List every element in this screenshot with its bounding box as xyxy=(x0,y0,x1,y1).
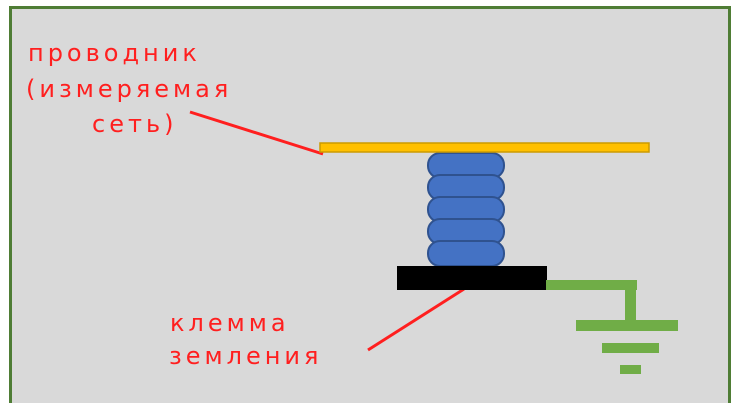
ground-terminal-label-line2: земления xyxy=(169,342,323,370)
ground-bar-bottom xyxy=(620,365,641,374)
ground-bar-top xyxy=(576,320,678,331)
ground-bar-middle xyxy=(602,343,659,353)
ground-terminal-pointer-line xyxy=(367,287,465,352)
conductor-label-line3: сеть) xyxy=(92,110,178,138)
ground-wire-vertical xyxy=(625,280,636,324)
ground-terminal-block xyxy=(397,266,547,290)
ground-wire-horizontal xyxy=(546,280,637,290)
insulator-disc xyxy=(427,240,505,267)
diagram-frame xyxy=(9,6,731,403)
conductor-label-line1: проводник xyxy=(28,39,201,67)
ground-terminal-label-line1: клемма xyxy=(170,309,290,337)
conductor-pointer-line xyxy=(189,110,324,156)
insulator-stack xyxy=(427,152,505,267)
ground-symbol xyxy=(546,280,678,374)
conductor-bar xyxy=(319,142,650,153)
conductor-label-line2: (измеряемая xyxy=(26,75,233,103)
